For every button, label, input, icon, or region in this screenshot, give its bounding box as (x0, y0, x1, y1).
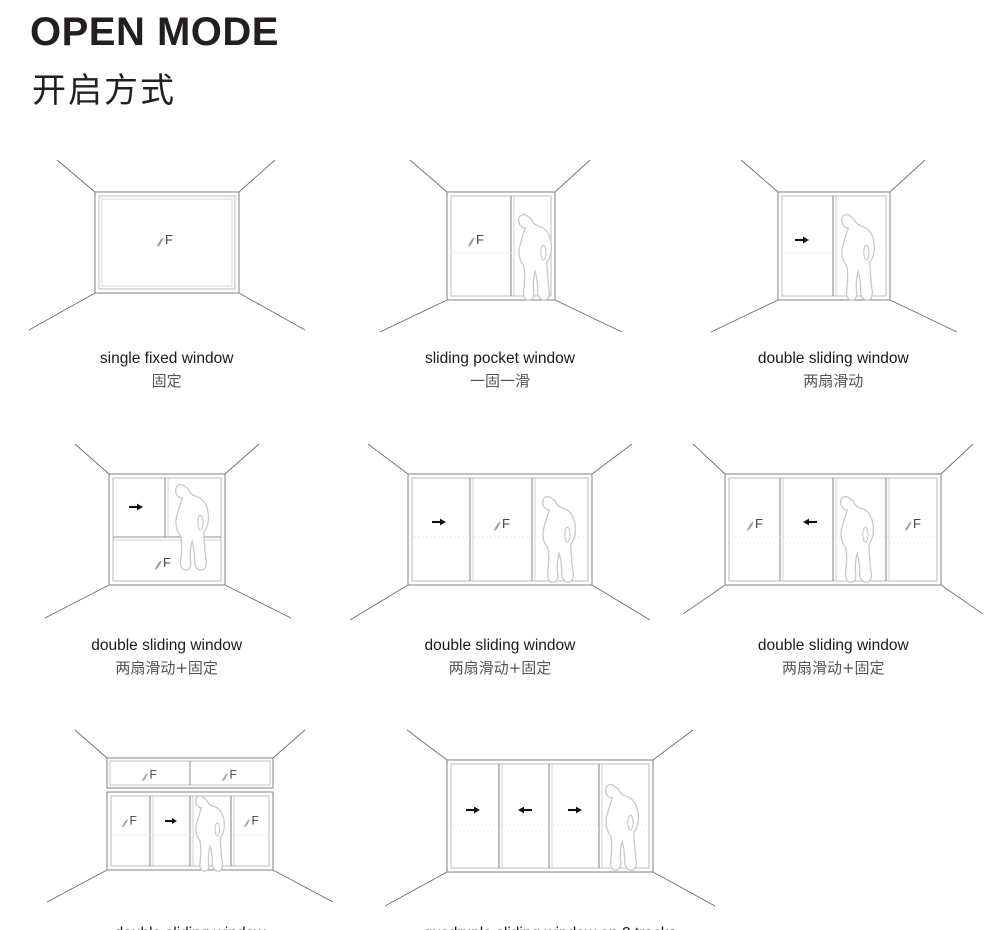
perspective-lines (711, 159, 958, 333)
caption-zh: 两扇滑动 (803, 371, 864, 390)
caption-en: double sliding window (424, 637, 576, 655)
diagram-cell-quad-panel[interactable]: F F (667, 432, 1000, 679)
caption-double-sliding-window: double sliding window 两扇滑动 (758, 349, 909, 392)
page-title: OPEN MODE (30, 10, 279, 54)
svg-text:F: F (476, 232, 484, 247)
perspective-lines (385, 729, 715, 907)
perspective-lines (46, 729, 334, 903)
figure-double-sliding-fixed-base: F (17, 432, 317, 632)
fixed-marker-0: F (121, 813, 137, 827)
window-drawing: F (28, 159, 305, 331)
svg-text:F: F (163, 555, 171, 570)
perspective-lines (44, 444, 291, 619)
window-frame (94, 191, 240, 294)
svg-text:F: F (165, 232, 173, 247)
caption-sliding-pocket-window: sliding pocket window 一固一滑 (425, 349, 575, 392)
page-title-block: OPEN MODE 开启方式 (30, 12, 279, 108)
person-figure (541, 496, 577, 584)
left-arrow-icon (803, 519, 818, 526)
figure-triple-panel: F (349, 432, 650, 632)
fixed-marker-1: F (905, 516, 921, 531)
diagram-grid: F single fixed window 固定 (0, 150, 1000, 930)
caption-single-fixed-window: single fixed window 固定 (100, 349, 234, 392)
caption-double-sliding-fixed-base: double sliding window 两扇滑动+固定 (91, 636, 242, 679)
diagram-cell-single-fixed-window[interactable]: F single fixed window 固定 (0, 150, 333, 392)
person-figure (174, 484, 209, 572)
caption-en: qusdruple sliding window on 2 tracks (424, 924, 676, 930)
fixed-marker-1: F (243, 813, 259, 827)
caption-zh: 两扇滑动+固定 (781, 659, 885, 678)
perspective-lines (28, 159, 305, 331)
figure-quad-panel: F F (683, 432, 984, 632)
window-drawing (385, 729, 715, 907)
person-figure (841, 213, 876, 301)
caption-en: sliding pocket window (424, 350, 575, 367)
perspective-lines (683, 444, 984, 615)
window-drawing: F (44, 444, 291, 619)
svg-text:F: F (130, 813, 137, 827)
diagram-cell-double-sliding-window[interactable]: double sliding window 两扇滑动 (667, 150, 1000, 392)
caption-en: double sliding window (757, 637, 909, 655)
window-drawing: F F (683, 444, 984, 615)
caption-en: double sliding window (115, 924, 266, 930)
fixed-marker-lower: F (154, 555, 171, 570)
svg-text:F: F (150, 767, 157, 781)
page-subtitle: 开启方式 (32, 71, 176, 111)
window-drawing: F (349, 444, 650, 621)
caption-en: single fixed window (99, 350, 234, 367)
window-drawing: F F (46, 729, 334, 903)
caption-en: double sliding window (757, 350, 909, 367)
perspective-lines (349, 444, 650, 621)
transom-frame (106, 757, 274, 789)
fixed-marker-0: F (467, 232, 484, 247)
right-arrow-icon (128, 504, 143, 511)
diagram-row-1: F single fixed window 固定 (0, 150, 1000, 392)
right-arrow-icon (165, 817, 177, 824)
figure-quadruple-sliding-2-tracks (385, 720, 715, 920)
svg-text:F: F (755, 516, 763, 531)
window-drawing (711, 159, 958, 333)
person-figure (194, 795, 225, 872)
caption-zh: 两扇滑动+固定 (115, 659, 218, 678)
figure-single-fixed-window: F (17, 150, 317, 345)
right-arrow-icon (431, 519, 446, 526)
svg-text:F: F (502, 516, 510, 531)
caption-transom-quad-panel: double sliding window 两扇滑动+固定 (115, 924, 266, 930)
perspective-lines (379, 159, 623, 333)
diagram-row-3: F F (0, 720, 1000, 930)
diagram-cell-triple-panel[interactable]: F double sliding window 两扇 (333, 432, 666, 679)
person-figure (840, 496, 875, 584)
fixed-marker-0: F (747, 516, 763, 531)
figure-double-sliding-window (683, 150, 983, 345)
right-arrow-icon-2 (568, 806, 582, 814)
caption-zh: 一固一滑 (469, 371, 530, 390)
caption-quad-panel: double sliding window 两扇滑动+固定 (758, 636, 909, 679)
fixed-marker-transom-1: F (221, 767, 237, 781)
right-arrow-icon (795, 236, 810, 244)
caption-zh: 固定 (151, 371, 182, 390)
person-figure (605, 783, 640, 871)
fixed-marker-transom-0: F (141, 767, 157, 781)
diagram-cell-quadruple-sliding-2-tracks[interactable]: qusdruple sliding window on 2 tracks 两轨四… (370, 720, 730, 930)
diagram-cell-sliding-pocket-window[interactable]: F sliding pocket window 一固 (333, 150, 666, 392)
diagram-cell-transom-quad-panel[interactable]: F F (10, 720, 370, 930)
fixed-marker-0: F (493, 516, 510, 531)
window-drawing: F (379, 159, 623, 333)
left-arrow-icon-1 (518, 806, 532, 814)
diagram-cell-double-sliding-fixed-base[interactable]: F double sliding window 两扇滑动+固定 (0, 432, 333, 679)
svg-text:F: F (230, 767, 237, 781)
figure-transom-quad-panel: F F (25, 720, 355, 920)
person-figure (517, 213, 553, 301)
caption-zh: 两扇滑动+固定 (448, 659, 552, 678)
svg-text:F: F (913, 516, 921, 531)
right-arrow-icon-1 (466, 806, 480, 814)
svg-text:F: F (252, 813, 259, 827)
caption-quadruple-sliding-2-tracks: qusdruple sliding window on 2 tracks 两轨四… (424, 924, 676, 930)
caption-triple-panel: double sliding window 两扇滑动+固定 (425, 636, 576, 679)
diagram-row-2: F double sliding window 两扇滑动+固定 (0, 432, 1000, 679)
caption-en: double sliding window (91, 637, 243, 655)
figure-sliding-pocket-window: F (350, 150, 650, 345)
fixed-marker-0: F (156, 232, 173, 247)
